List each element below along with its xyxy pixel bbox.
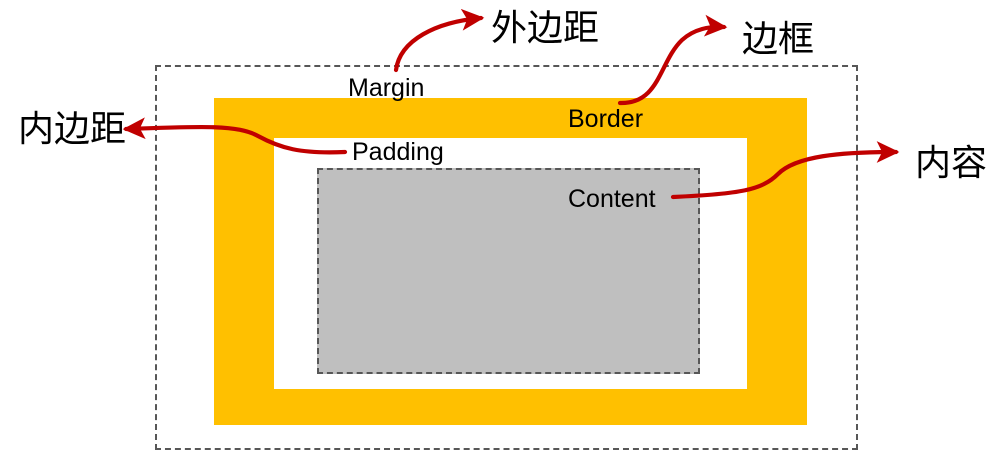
label-padding: Padding [352,138,444,166]
content-box [317,168,700,374]
label-content-chinese: 内容 [915,143,988,184]
margin-box [155,65,858,450]
label-border: Border [568,105,644,133]
label-border-chinese: 边框 [742,19,815,60]
padding-box [274,138,747,389]
border-box [214,98,807,425]
arrow-margin [393,8,485,73]
label-margin: Margin [348,74,425,102]
label-content: Content [568,185,656,213]
label-margin-chinese: 外边距 [491,8,600,49]
label-padding-chinese: 内边距 [18,109,127,150]
